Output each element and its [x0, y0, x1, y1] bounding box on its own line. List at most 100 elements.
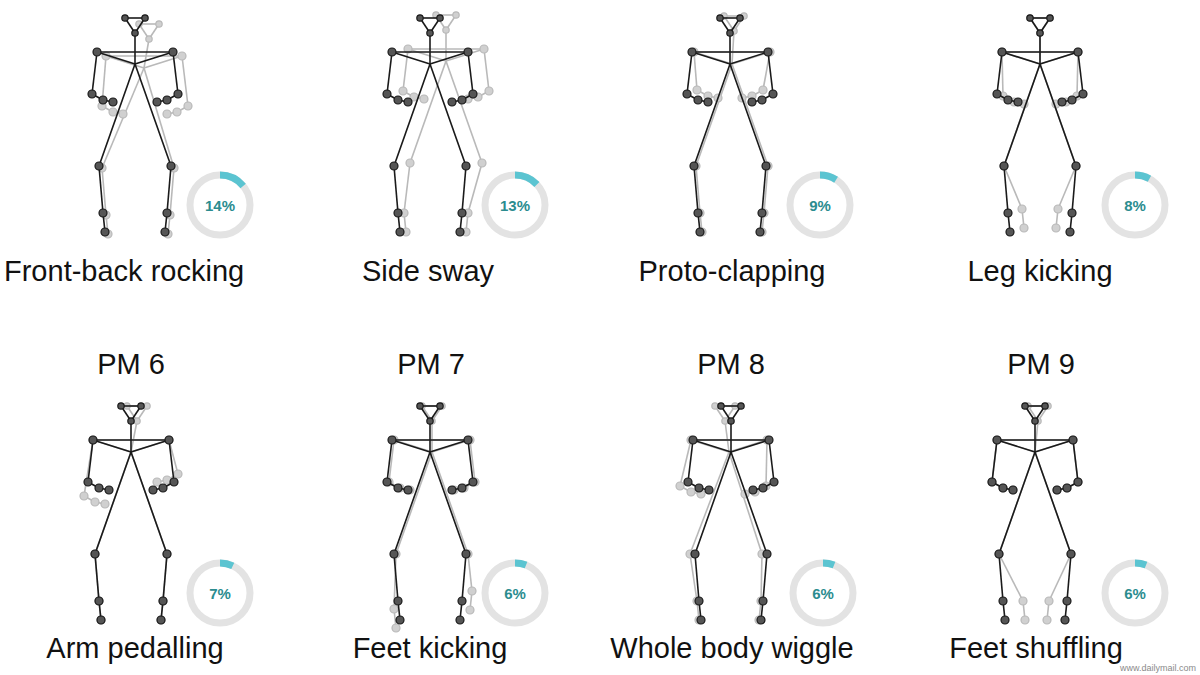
bone: [1039, 33, 1041, 64]
pattern-label: Front-back rocking: [4, 257, 244, 286]
joint: [95, 484, 103, 492]
bone: [1040, 52, 1078, 64]
pattern-label: Whole body wiggle: [610, 634, 853, 663]
joint: [749, 486, 757, 494]
bone: [131, 421, 137, 452]
joint: [396, 228, 404, 236]
percent-value: 9%: [809, 197, 831, 214]
ghost-pose: [690, 13, 774, 236]
joint: [737, 15, 743, 21]
joint: [697, 616, 705, 624]
donut-track: [1105, 563, 1165, 623]
bone: [695, 452, 731, 554]
bone: [761, 554, 762, 601]
joint: [163, 96, 171, 104]
joint: [153, 98, 161, 106]
joint: [1027, 15, 1033, 21]
pattern-number: PM 9: [1007, 350, 1075, 379]
percent-value: 14%: [205, 197, 235, 214]
bone: [408, 48, 484, 50]
joint: [1032, 418, 1038, 424]
joint: [97, 616, 105, 624]
joint: [696, 228, 704, 236]
joint: [163, 550, 171, 558]
joint: [392, 624, 400, 632]
bone: [695, 554, 699, 601]
joint: [1068, 209, 1076, 217]
bone: [95, 452, 131, 554]
joint: [169, 48, 177, 56]
joint: [390, 162, 398, 170]
bone: [766, 440, 767, 486]
donut-arc: [793, 563, 853, 623]
bone: [1002, 52, 1003, 96]
joint: [122, 15, 128, 21]
joint: [173, 108, 181, 116]
bone: [992, 440, 997, 482]
bone: [731, 452, 767, 554]
joint: [1001, 616, 1009, 624]
joint: [1074, 478, 1082, 486]
joint: [142, 15, 148, 21]
joint: [404, 98, 412, 106]
bone: [387, 52, 392, 94]
bone: [404, 163, 410, 213]
joint: [174, 470, 182, 478]
joint: [1074, 48, 1082, 56]
joint: [1066, 228, 1074, 236]
joint: [1027, 15, 1033, 21]
joint: [1045, 597, 1053, 605]
joint: [453, 12, 459, 18]
bone: [1035, 440, 1073, 452]
donut-arc: [1105, 175, 1165, 235]
bone: [1002, 51, 1078, 53]
bone: [468, 52, 473, 94]
joint: [163, 110, 171, 118]
joint: [691, 550, 699, 558]
main-pose: [684, 403, 778, 624]
percent-value: 7%: [209, 585, 231, 602]
bone: [1035, 452, 1071, 554]
joint: [988, 478, 996, 486]
bone: [446, 49, 484, 61]
bone: [429, 33, 431, 64]
bone: [167, 166, 171, 213]
joint: [1021, 616, 1029, 624]
bone: [731, 440, 769, 452]
bone: [93, 439, 169, 441]
joint: [1000, 162, 1008, 170]
joint: [764, 48, 772, 56]
bone: [730, 64, 766, 166]
main-pose: [683, 15, 777, 236]
joint: [109, 108, 117, 116]
bone: [394, 166, 398, 213]
joint: [157, 616, 165, 624]
bone: [131, 452, 167, 554]
joint: [1047, 15, 1053, 21]
bone: [131, 440, 169, 452]
joint: [1069, 436, 1077, 444]
main-pose: [988, 403, 1082, 624]
percent-value: 8%: [1124, 197, 1146, 214]
joint: [1053, 486, 1061, 494]
joint: [464, 48, 472, 56]
donut-track: [190, 563, 250, 623]
ghost-pose: [676, 403, 771, 624]
joint: [1061, 616, 1069, 624]
bone: [769, 440, 774, 482]
bone: [1049, 554, 1071, 601]
joint: [417, 15, 423, 21]
donut-track: [485, 563, 545, 623]
joint: [1004, 96, 1012, 104]
percent-value: 6%: [504, 585, 526, 602]
joint: [769, 90, 777, 98]
joint: [1072, 162, 1080, 170]
joint: [146, 36, 152, 42]
joint: [684, 478, 692, 486]
bone: [410, 61, 446, 163]
bone: [484, 49, 489, 91]
bone: [163, 554, 167, 601]
joint: [688, 48, 696, 56]
joint: [437, 403, 443, 409]
